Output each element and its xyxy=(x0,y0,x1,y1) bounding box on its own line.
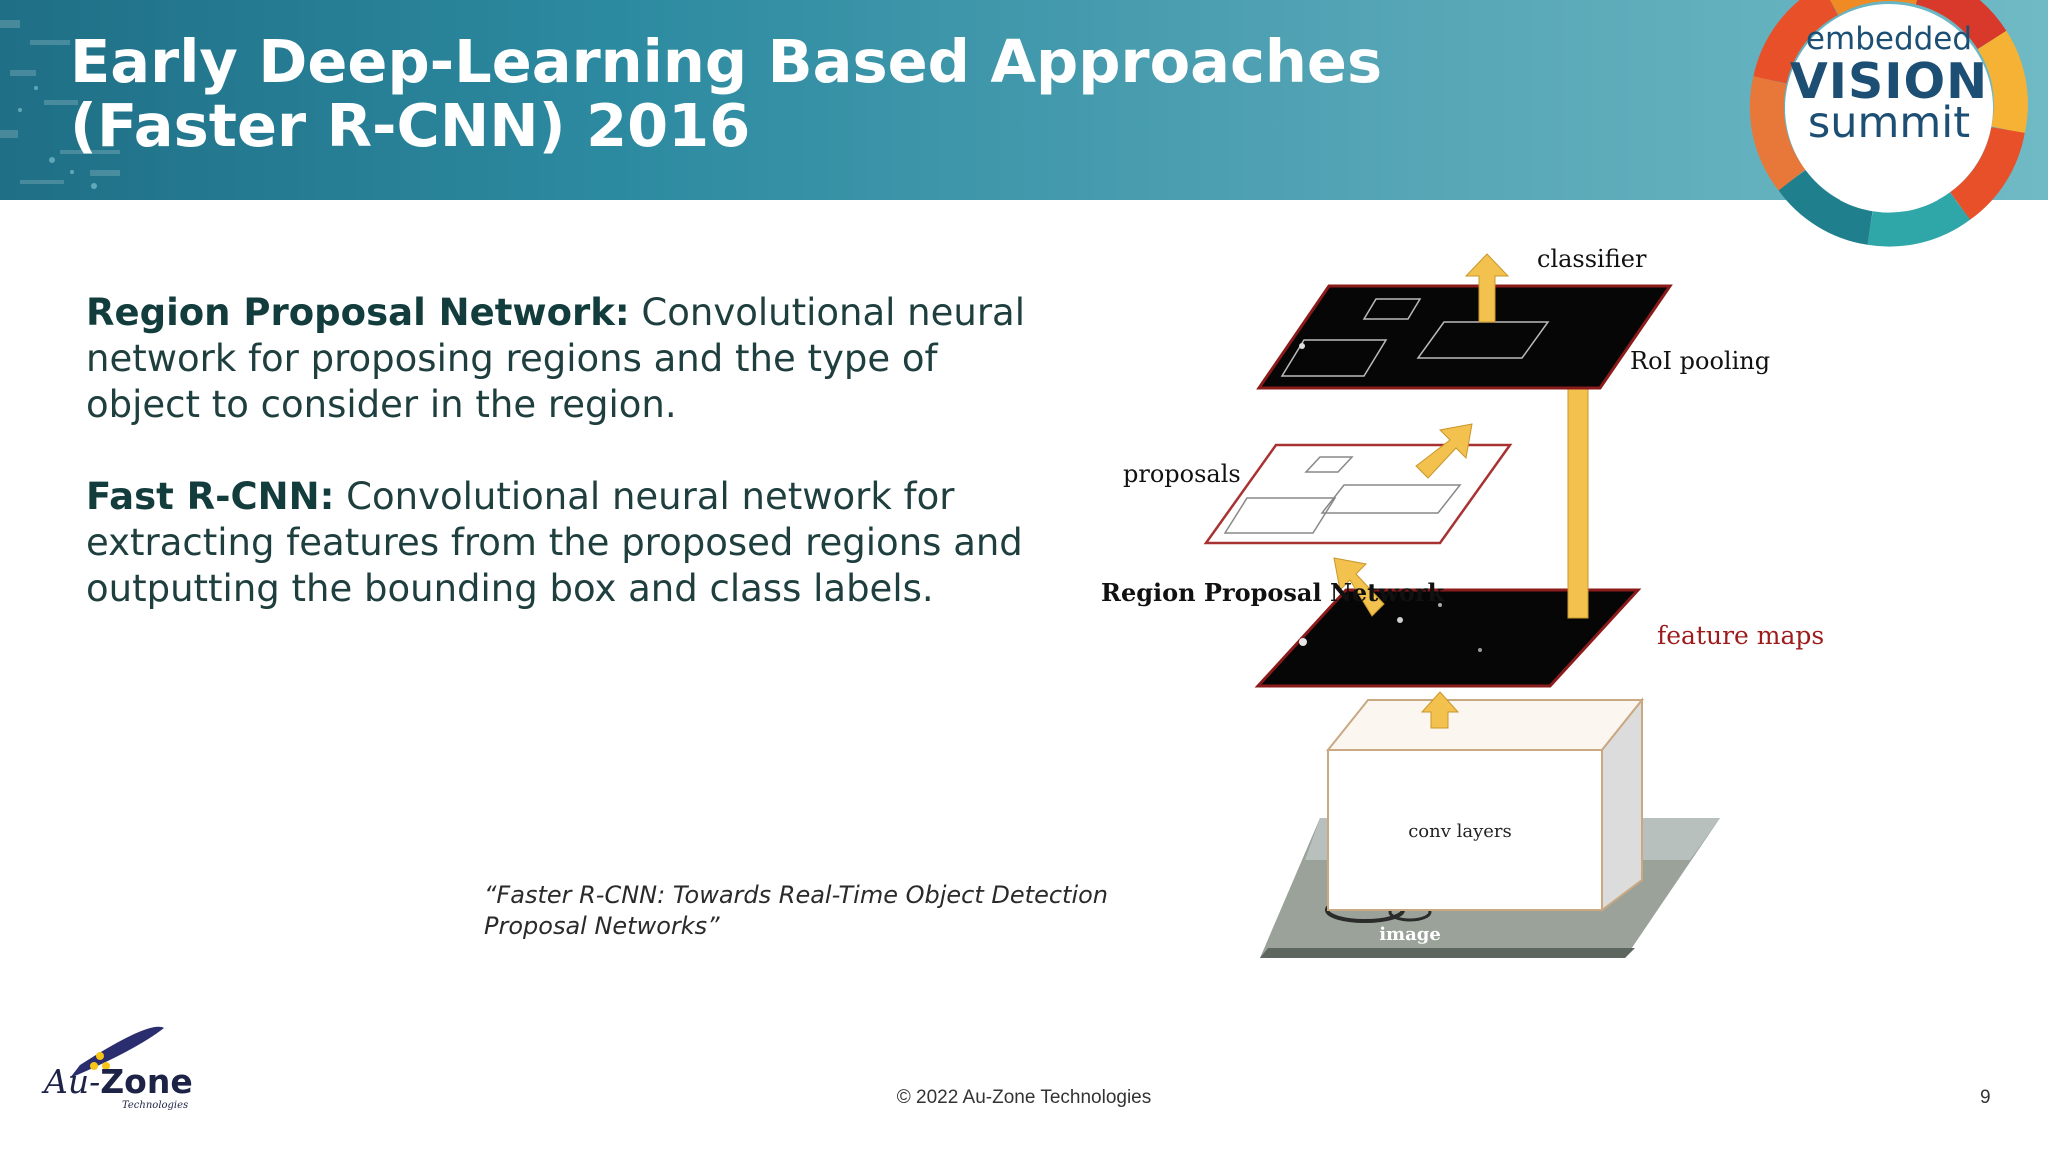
rpn-label: Region Proposal Network xyxy=(1101,578,1446,607)
slide-title-line-2: (Faster R-CNN) 2016 xyxy=(70,91,751,160)
image-label: image xyxy=(1379,924,1441,945)
feature-maps-label: feature maps xyxy=(1657,621,1824,650)
roi-pooling-label: RoI pooling xyxy=(1630,347,1770,375)
fast-rcnn-description: Fast R-CNN: Convolutional neural network… xyxy=(86,474,1026,612)
up-arrow-conv-to-features xyxy=(1420,691,1460,729)
au-zone-logo-swoosh xyxy=(70,1026,164,1078)
au-zone-logo-text: Au-Zone xyxy=(44,1062,193,1101)
embedded-vision-summit-logo xyxy=(1749,0,2028,247)
rpn-description: Region Proposal Network: Convolutional n… xyxy=(86,290,1026,428)
proposals-plane: proposals xyxy=(1123,443,1513,545)
rpn-term: Region Proposal Network: xyxy=(86,291,630,334)
event-logo-top: embedded xyxy=(1805,21,1973,57)
roi-pooling-plane: RoI pooling xyxy=(1256,284,1770,390)
copyright-notice: © 2022 Au-Zone Technologies xyxy=(896,1087,1152,1108)
au-zone-prefix: Au- xyxy=(44,1062,101,1101)
up-arrow-proposals-to-roi xyxy=(1415,423,1473,479)
au-zone-subtitle: Technologies xyxy=(122,1100,189,1111)
event-logo-bottom: summit xyxy=(1807,98,1971,148)
citation-line-2: Proposal Networks” xyxy=(484,912,720,940)
title-banner: Early Deep-Learning Based Approaches (Fa… xyxy=(0,0,2048,200)
conv-layers-label: conv layers xyxy=(1408,821,1512,842)
paper-citation: “Faster R-CNN: Towards Real-Time Object … xyxy=(484,880,1124,942)
au-zone-bold: Zone xyxy=(100,1062,193,1101)
citation-line-1: “Faster R-CNN: Towards Real-Time Object … xyxy=(484,881,1108,909)
conv-layers-box: conv layers xyxy=(1325,697,1645,912)
fast-rcnn-text: Convolutional neural network for extract… xyxy=(86,475,1023,610)
fast-rcnn-term: Fast R-CNN: xyxy=(86,475,335,518)
rpn-text: Convolutional neural network for proposi… xyxy=(86,291,1026,426)
classifier-arrow xyxy=(1464,253,1510,323)
faster-rcnn-diagram: image conv layers feature maps Region Pr… xyxy=(1101,245,1824,958)
event-logo-text: embedded VISION summit xyxy=(1784,24,1994,145)
slide-title-line-1: Early Deep-Learning Based Approaches xyxy=(70,27,1383,96)
rpn-arrow xyxy=(1333,557,1385,617)
feature-maps-plane: feature maps xyxy=(1254,588,1824,688)
slide-title: Early Deep-Learning Based Approaches (Fa… xyxy=(70,30,1382,158)
event-logo-middle: VISION xyxy=(1789,53,1989,110)
classifier-label: classifier xyxy=(1537,245,1647,273)
page-number: 9 xyxy=(1980,1087,1991,1108)
circuit-decoration xyxy=(0,20,120,189)
proposals-label: proposals xyxy=(1123,460,1241,488)
